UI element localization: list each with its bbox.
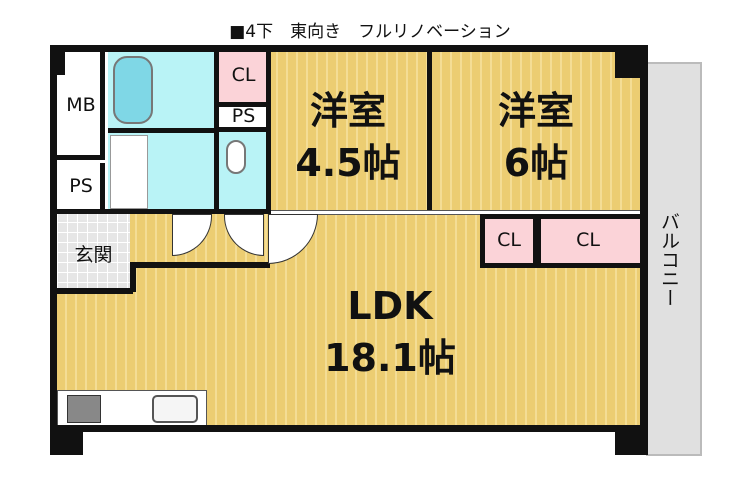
wall (57, 209, 271, 214)
outer-wall-top (50, 45, 648, 52)
cl-label: CL (231, 64, 256, 86)
wall (214, 52, 219, 212)
bath-wall (108, 128, 216, 133)
mb-label: MB (66, 94, 96, 116)
hall-wall (130, 262, 270, 268)
pillar (50, 45, 65, 75)
entrance-floor (57, 212, 130, 292)
closet (219, 52, 268, 102)
outer-wall-right (640, 45, 648, 455)
room-4-5 (268, 52, 428, 212)
balcony-label: バルコニー (658, 212, 680, 307)
ldk-name: LDK (347, 284, 433, 328)
closet-2 (480, 214, 538, 268)
ps-shaft-2 (219, 102, 268, 132)
pillar (50, 425, 83, 455)
room1-size: 4.5帖 (295, 141, 401, 185)
cl-label-2: CL (497, 229, 521, 251)
plan-title: ■4下 東向き フルリノベーション (229, 22, 511, 42)
ps-shaft (57, 163, 105, 212)
toilet-icon (226, 140, 246, 174)
outer-wall-left (50, 45, 57, 445)
ps-label: PS (69, 175, 93, 197)
closet-3 (536, 214, 640, 268)
partition-wall (427, 52, 432, 212)
pillar (615, 45, 648, 78)
washbasin-icon (110, 135, 148, 209)
entrance-step (57, 288, 133, 294)
sink-icon (152, 395, 198, 423)
room1-name: 洋室 (309, 89, 386, 133)
cl-label-3: CL (576, 229, 600, 251)
pillar (615, 425, 648, 455)
room-6 (432, 52, 640, 212)
ps-label-2: PS (231, 105, 256, 127)
stove-icon (67, 395, 101, 423)
ldk-size: 18.1帖 (324, 336, 456, 380)
bathtub-icon (113, 56, 153, 124)
room2-size: 6帖 (503, 141, 569, 185)
wall (266, 52, 271, 212)
mb-closet (57, 52, 105, 160)
room2-name: 洋室 (497, 89, 574, 133)
room-sliding-doors (268, 210, 640, 215)
outer-wall-bottom (50, 425, 648, 432)
hall-wall (130, 262, 136, 292)
entrance-label: 玄関 (74, 244, 113, 266)
